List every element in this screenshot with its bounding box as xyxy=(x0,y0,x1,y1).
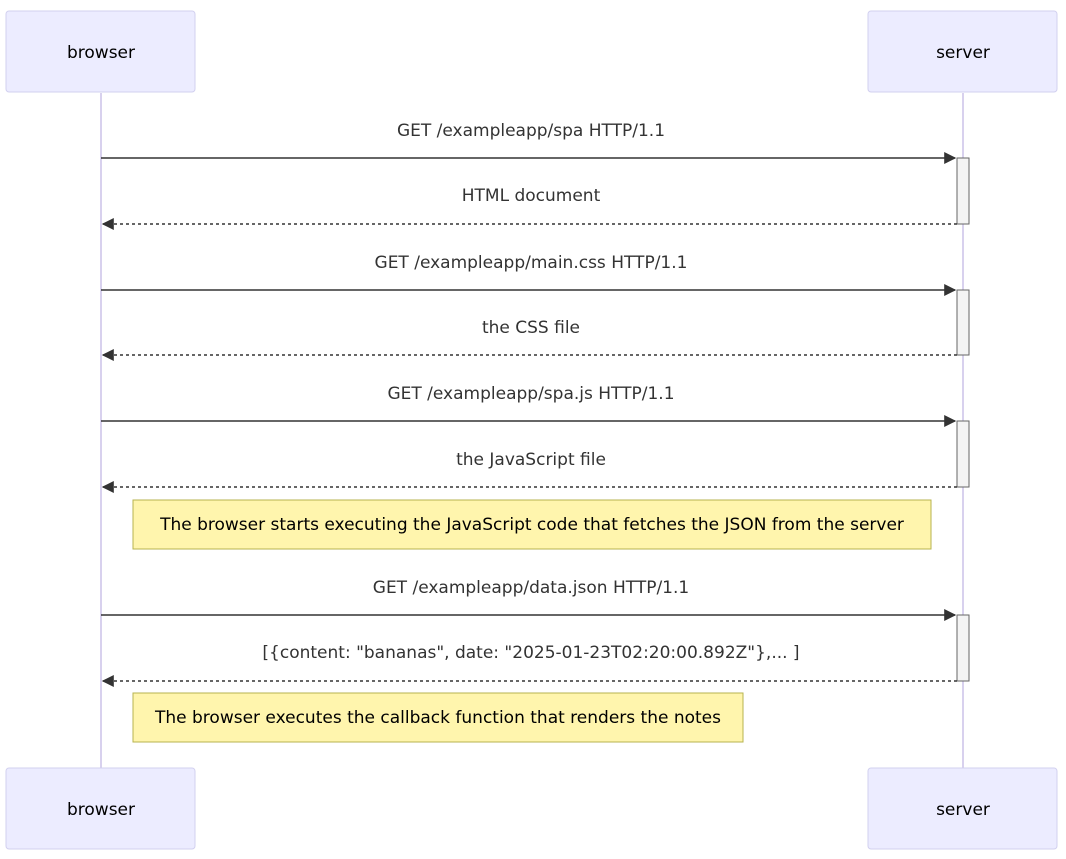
message-label: GET /exampleapp/data.json HTTP/1.1 xyxy=(373,578,689,598)
message-css-file: the CSS file xyxy=(101,318,957,361)
actor-label: server xyxy=(936,43,990,63)
message-label: [{content: "bananas", date: "2025-01-23T… xyxy=(262,643,799,663)
note-executing-js: The browser starts executing the JavaScr… xyxy=(132,499,932,550)
message-get-spa: GET /exampleapp/spa HTTP/1.1 xyxy=(101,121,957,164)
note-callback: The browser executes the callback functi… xyxy=(132,692,744,743)
activation-server xyxy=(956,420,970,488)
note-text: The browser executes the callback functi… xyxy=(154,708,721,728)
note-text: The browser starts executing the JavaScr… xyxy=(159,515,904,535)
message-get-spa-js: GET /exampleapp/spa.js HTTP/1.1 xyxy=(101,384,957,427)
message-html-document: HTML document xyxy=(101,186,957,230)
message-label: HTML document xyxy=(462,186,601,206)
actor-label: browser xyxy=(67,800,135,820)
message-get-css: GET /exampleapp/main.css HTTP/1.1 xyxy=(101,253,957,296)
message-javascript-file: the JavaScript file xyxy=(101,450,957,493)
message-label: the JavaScript file xyxy=(456,450,606,470)
activation-server xyxy=(956,289,970,356)
message-get-data-json: GET /exampleapp/data.json HTTP/1.1 xyxy=(101,578,957,621)
message-label: the CSS file xyxy=(482,318,580,338)
message-label: GET /exampleapp/spa HTTP/1.1 xyxy=(397,121,665,141)
activation-server xyxy=(956,614,970,682)
message-label: GET /exampleapp/spa.js HTTP/1.1 xyxy=(387,384,674,404)
actor-server-bottom: server xyxy=(867,767,1058,850)
message-json-data: [{content: "bananas", date: "2025-01-23T… xyxy=(101,643,957,687)
actor-server-top: server xyxy=(867,10,1058,93)
message-label: GET /exampleapp/main.css HTTP/1.1 xyxy=(375,253,688,273)
actor-browser-bottom: browser xyxy=(5,767,196,850)
actor-label: browser xyxy=(67,43,135,63)
actor-browser-top: browser xyxy=(5,10,196,93)
actor-label: server xyxy=(936,800,990,820)
activation-server xyxy=(956,157,970,225)
